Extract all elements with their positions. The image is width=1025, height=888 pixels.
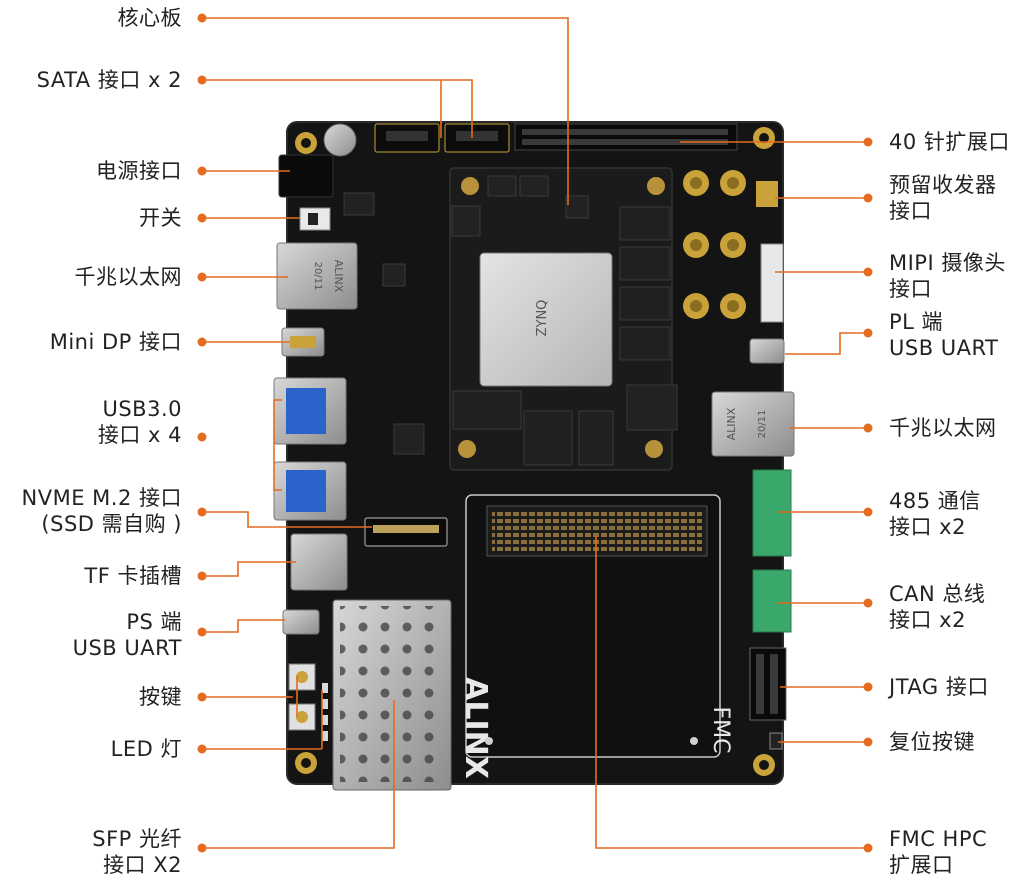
label-line: CAN 总线 bbox=[889, 582, 986, 606]
rs485-terminal bbox=[752, 469, 792, 557]
label-sata: SATA 接口 x 2 bbox=[37, 67, 182, 93]
ps-uart-port bbox=[282, 609, 320, 635]
label-fmc: FMC HPC 扩展口 bbox=[889, 826, 987, 878]
label-line: LED 灯 bbox=[110, 737, 182, 761]
label-transceiver: 预留收发器 接口 bbox=[889, 172, 997, 224]
mipi-connector bbox=[760, 243, 784, 323]
label-rs485: 485 通信 接口 x2 bbox=[889, 488, 981, 540]
sma-connectors bbox=[683, 170, 746, 319]
leader-lines bbox=[202, 17, 868, 849]
leds bbox=[322, 683, 328, 741]
label-line: 核心板 bbox=[117, 6, 182, 30]
label-line: NVME M.2 接口 bbox=[21, 486, 182, 510]
ethernet-left-jack bbox=[276, 242, 358, 310]
label-line: Mini DP 接口 bbox=[49, 330, 182, 354]
label-tf: TF 卡插槽 bbox=[84, 563, 182, 589]
transceiver-dip bbox=[756, 181, 778, 207]
reset-button bbox=[769, 732, 783, 750]
label-line: 接口 bbox=[889, 277, 932, 301]
label-power: 电源接口 bbox=[96, 158, 182, 184]
label-line: USB UART bbox=[889, 336, 999, 360]
label-line: FMC HPC bbox=[889, 827, 988, 851]
label-switch: 开关 bbox=[139, 205, 182, 231]
label-ext40: 40 针扩展口 bbox=[889, 129, 1010, 155]
label-minidp: Mini DP 接口 bbox=[50, 329, 182, 355]
power-jack bbox=[278, 154, 334, 198]
label-line: JTAG 接口 bbox=[889, 675, 989, 699]
label-line: USB3.0 bbox=[102, 397, 182, 421]
label-line: 电源接口 bbox=[96, 159, 182, 183]
eth-right-brand: ALINX bbox=[725, 407, 738, 440]
label-reset: 复位按键 bbox=[889, 729, 975, 755]
ethernet-right-jack bbox=[711, 391, 795, 457]
label-line: 复位按键 bbox=[889, 730, 975, 754]
fmc-area bbox=[465, 494, 721, 758]
can-terminal bbox=[752, 569, 792, 633]
alinx-board-logo: ALINX bbox=[458, 677, 493, 779]
label-line: 接口 x 4 bbox=[97, 423, 182, 447]
eth-left-phy: 20/11 bbox=[312, 262, 323, 291]
pl-uart-port bbox=[749, 338, 785, 364]
label-line: 40 针扩展口 bbox=[889, 130, 1010, 154]
label-led: LED 灯 bbox=[111, 736, 182, 762]
label-sfp: SFP 光纤 接口 X2 bbox=[92, 826, 182, 878]
label-pl-uart: PL 端 USB UART bbox=[889, 309, 998, 361]
eth-left-brand: ALINX bbox=[332, 260, 345, 293]
label-line: SFP 光纤 bbox=[92, 827, 182, 851]
eth-right-phy: 20/11 bbox=[757, 410, 768, 439]
label-usb3: USB3.0 接口 x 4 bbox=[98, 396, 182, 448]
label-line: SATA 接口 x 2 bbox=[36, 68, 182, 92]
label-line: PL 端 bbox=[889, 310, 944, 334]
header-40pin bbox=[514, 123, 738, 151]
label-ethernet-left: 千兆以太网 bbox=[75, 264, 183, 290]
label-line: USB UART bbox=[72, 636, 182, 660]
label-line: 开关 bbox=[139, 206, 182, 230]
zynq-soc bbox=[479, 252, 613, 387]
label-line: PS 端 bbox=[126, 610, 182, 634]
small-chips bbox=[343, 175, 678, 455]
soc-marking: ZYNQ bbox=[535, 300, 550, 337]
label-mipi: MIPI 摄像头 接口 bbox=[889, 250, 1006, 302]
label-line: 485 通信 bbox=[889, 489, 981, 513]
label-line: 千兆以太网 bbox=[74, 265, 182, 289]
label-ethernet-right: 千兆以太网 bbox=[889, 415, 997, 441]
label-nvme: NVME M.2 接口 (SSD 需自购 ) bbox=[22, 485, 182, 537]
label-line: 接口 X2 bbox=[103, 853, 182, 877]
label-line: 接口 x2 bbox=[889, 515, 966, 539]
label-line: (SSD 需自购 ) bbox=[41, 512, 182, 536]
ddr-chips bbox=[452, 206, 671, 466]
label-line: TF 卡插槽 bbox=[84, 564, 182, 588]
label-core-board: 核心板 bbox=[118, 5, 183, 31]
tf-slot bbox=[290, 533, 348, 591]
jtag-header bbox=[749, 647, 787, 721]
mounting-holes bbox=[295, 127, 775, 776]
label-line: 接口 bbox=[889, 199, 932, 223]
label-ps-uart: PS 端 USB UART bbox=[73, 609, 182, 661]
label-line: 千兆以太网 bbox=[889, 416, 997, 440]
coin-battery bbox=[323, 123, 357, 157]
label-jtag: JTAG 接口 bbox=[889, 674, 989, 700]
leader-dots bbox=[197, 13, 873, 853]
label-line: 扩展口 bbox=[889, 853, 954, 877]
label-can: CAN 总线 接口 x2 bbox=[889, 581, 985, 633]
label-line: MIPI 摄像头 bbox=[889, 251, 1006, 275]
label-line: 按键 bbox=[139, 685, 182, 709]
label-line: 接口 x2 bbox=[889, 608, 966, 632]
label-keys: 按键 bbox=[139, 684, 182, 710]
fmc-mark: FMC bbox=[708, 707, 733, 754]
core-mount-holes bbox=[458, 177, 665, 458]
label-line: 预留收发器 bbox=[889, 173, 997, 197]
